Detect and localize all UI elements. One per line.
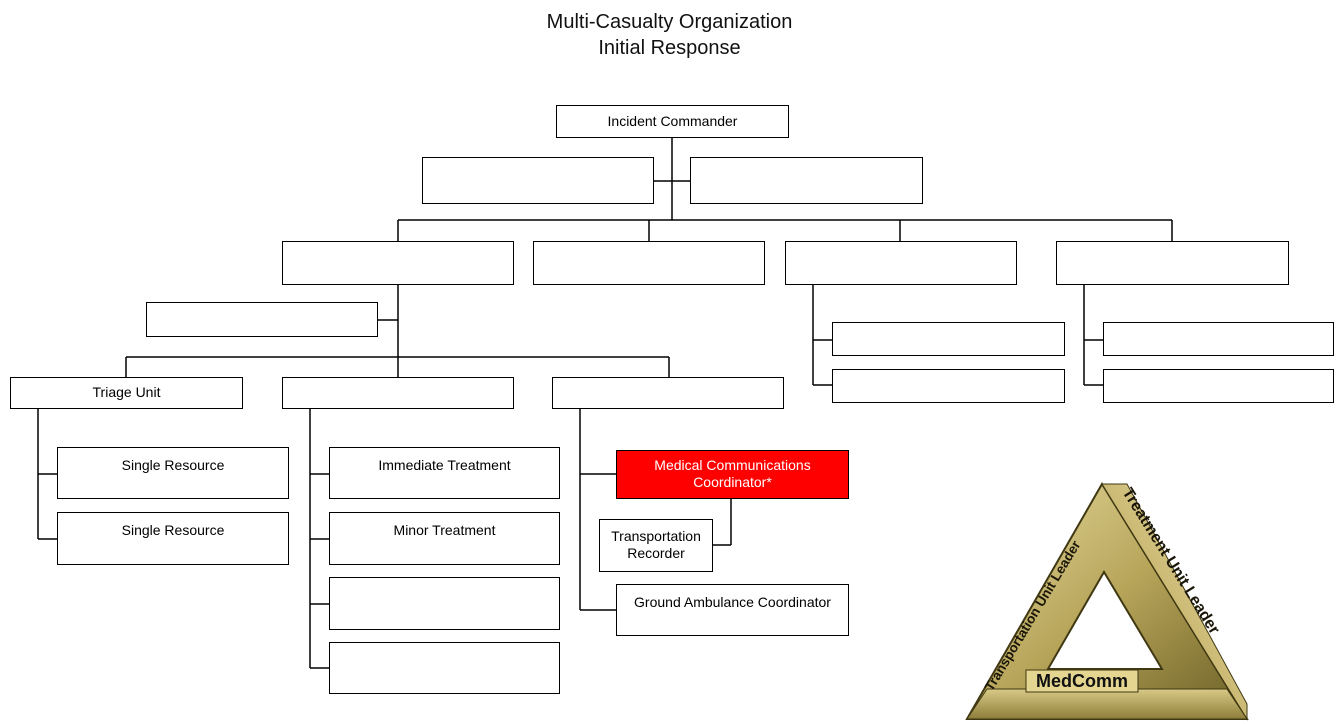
incident-commander-label: Incident Commander <box>607 113 738 129</box>
section-4-child-box-1 <box>1103 322 1334 356</box>
section-4-child-box-2 <box>1103 369 1334 403</box>
logo-bottom-text: MedComm <box>1036 671 1128 691</box>
single-resource-box-2: Single Resource <box>57 512 289 565</box>
incident-commander-box: Incident Commander <box>556 105 789 138</box>
logo-bottom-plate <box>1025 669 1139 693</box>
medical-communications-coordinator-box: Medical Communications Coordinator* <box>616 450 849 499</box>
transportation-recorder-label-line-1: Transportation <box>611 528 701 544</box>
section-3-child-box-2 <box>832 369 1065 403</box>
triage-unit-box: Triage Unit <box>10 377 243 409</box>
medcomm-coordinator-label-line-1: Medical Communications <box>654 457 811 473</box>
single-resource-label-1: Single Resource <box>121 457 225 473</box>
treatment-empty-box-2 <box>329 642 560 694</box>
medcomm-triangle-logo: Transportation Unit Leader Treatment Uni… <box>965 482 1249 721</box>
single-resource-box-1: Single Resource <box>57 447 289 499</box>
transportation-unit-box <box>552 377 784 409</box>
immediate-treatment-label: Immediate Treatment <box>378 457 511 473</box>
command-staff-box-right <box>690 157 923 204</box>
section-box-1 <box>282 241 514 285</box>
logo-right-face <box>1101 483 1248 721</box>
medcomm-coordinator-label-line-2: Coordinator* <box>693 474 772 490</box>
branch-box <box>146 302 378 337</box>
immediate-treatment-box: Immediate Treatment <box>329 447 560 499</box>
section-3-child-box-1 <box>832 322 1065 356</box>
minor-treatment-label: Minor Treatment <box>393 522 496 538</box>
section-box-3 <box>785 241 1017 285</box>
transportation-recorder-label-line-2: Recorder <box>627 545 685 561</box>
single-resource-label-2: Single Resource <box>121 522 225 538</box>
triage-unit-label: Triage Unit <box>92 384 161 400</box>
logo-inner-hole <box>1046 570 1164 670</box>
section-box-2 <box>533 241 765 285</box>
command-staff-box-left <box>422 157 654 204</box>
transportation-recorder-box: Transportation Recorder <box>599 519 713 572</box>
minor-treatment-box: Minor Treatment <box>329 512 560 565</box>
chart-title-line-1: Multi-Casualty Organization <box>546 11 793 33</box>
section-box-4 <box>1056 241 1289 285</box>
chart-title-line-2: Initial Response <box>598 37 741 59</box>
treatment-empty-box-1 <box>329 577 560 630</box>
ground-ambulance-coordinator-label: Ground Ambulance Coordinator <box>634 594 831 610</box>
ground-ambulance-coordinator-box: Ground Ambulance Coordinator <box>616 584 849 636</box>
treatment-unit-box <box>282 377 514 409</box>
logo-bottom-face <box>966 688 1248 720</box>
